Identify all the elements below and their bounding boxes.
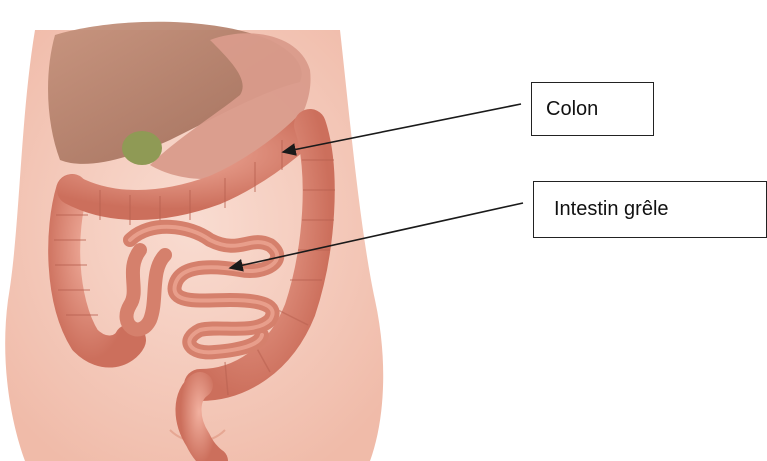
colon-label: Colon: [546, 98, 598, 121]
colon-label-box: Colon: [531, 82, 654, 136]
gallbladder: [122, 131, 162, 165]
small-intestine-label-box: Intestin grêle: [533, 181, 767, 238]
small-intestine-label: Intestin grêle: [554, 198, 669, 221]
